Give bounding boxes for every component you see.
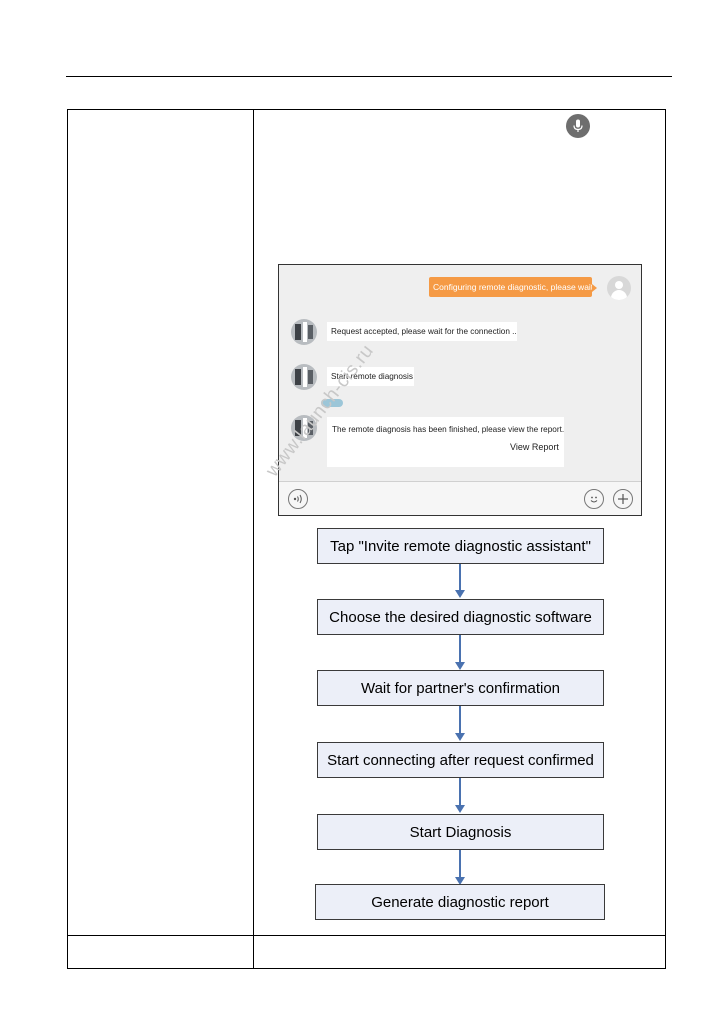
view-report-button[interactable]: View Report bbox=[510, 442, 559, 452]
outgoing-message-bubble: Configuring remote diagnostic, please wa… bbox=[429, 277, 592, 297]
report-message-bubble: The remote diagnosis has been finished, … bbox=[327, 417, 564, 467]
incoming-message-bubble: Start remote diagnosis bbox=[327, 367, 414, 386]
bubble-tail bbox=[592, 284, 597, 292]
flow-arrow-head bbox=[455, 805, 465, 813]
report-message-text: The remote diagnosis has been finished, … bbox=[332, 425, 564, 434]
flow-step-start-connecting: Start connecting after request confirmed bbox=[317, 742, 604, 778]
chat-screenshot: Configuring remote diagnostic, please wa… bbox=[278, 264, 642, 516]
flow-step-invite: Tap "Invite remote diagnostic assistant" bbox=[317, 528, 604, 564]
user-avatar[interactable] bbox=[607, 276, 631, 300]
partner-avatar[interactable] bbox=[291, 415, 317, 441]
flow-arrow bbox=[459, 850, 461, 877]
microphone-icon bbox=[566, 114, 590, 138]
flow-arrow bbox=[459, 778, 461, 805]
incoming-message-bubble: Request accepted, please wait for the co… bbox=[327, 322, 517, 341]
emoji-icon[interactable] bbox=[584, 489, 604, 509]
flow-arrow-head bbox=[455, 877, 465, 885]
flow-arrow bbox=[459, 635, 461, 662]
voice-input-icon[interactable] bbox=[288, 489, 308, 509]
time-badge bbox=[321, 399, 343, 407]
flow-step-wait-confirmation: Wait for partner's confirmation bbox=[317, 670, 604, 706]
flow-arrow-head bbox=[455, 733, 465, 741]
flow-arrow-head bbox=[455, 590, 465, 598]
flow-step-start-diagnosis: Start Diagnosis bbox=[317, 814, 604, 850]
chat-input-bar bbox=[279, 481, 641, 515]
flow-step-choose-software: Choose the desired diagnostic software bbox=[317, 599, 604, 635]
table-row-divider bbox=[67, 935, 666, 936]
table-column-divider bbox=[253, 109, 254, 969]
flow-arrow bbox=[459, 706, 461, 733]
flow-step-generate-report: Generate diagnostic report bbox=[315, 884, 605, 920]
content-table bbox=[67, 109, 666, 969]
flow-arrow bbox=[459, 564, 461, 590]
add-icon[interactable] bbox=[613, 489, 633, 509]
flow-arrow-head bbox=[455, 662, 465, 670]
partner-avatar[interactable] bbox=[291, 319, 317, 345]
header-rule bbox=[66, 76, 672, 77]
partner-avatar[interactable] bbox=[291, 364, 317, 390]
chat-message-area: Configuring remote diagnostic, please wa… bbox=[279, 265, 641, 481]
